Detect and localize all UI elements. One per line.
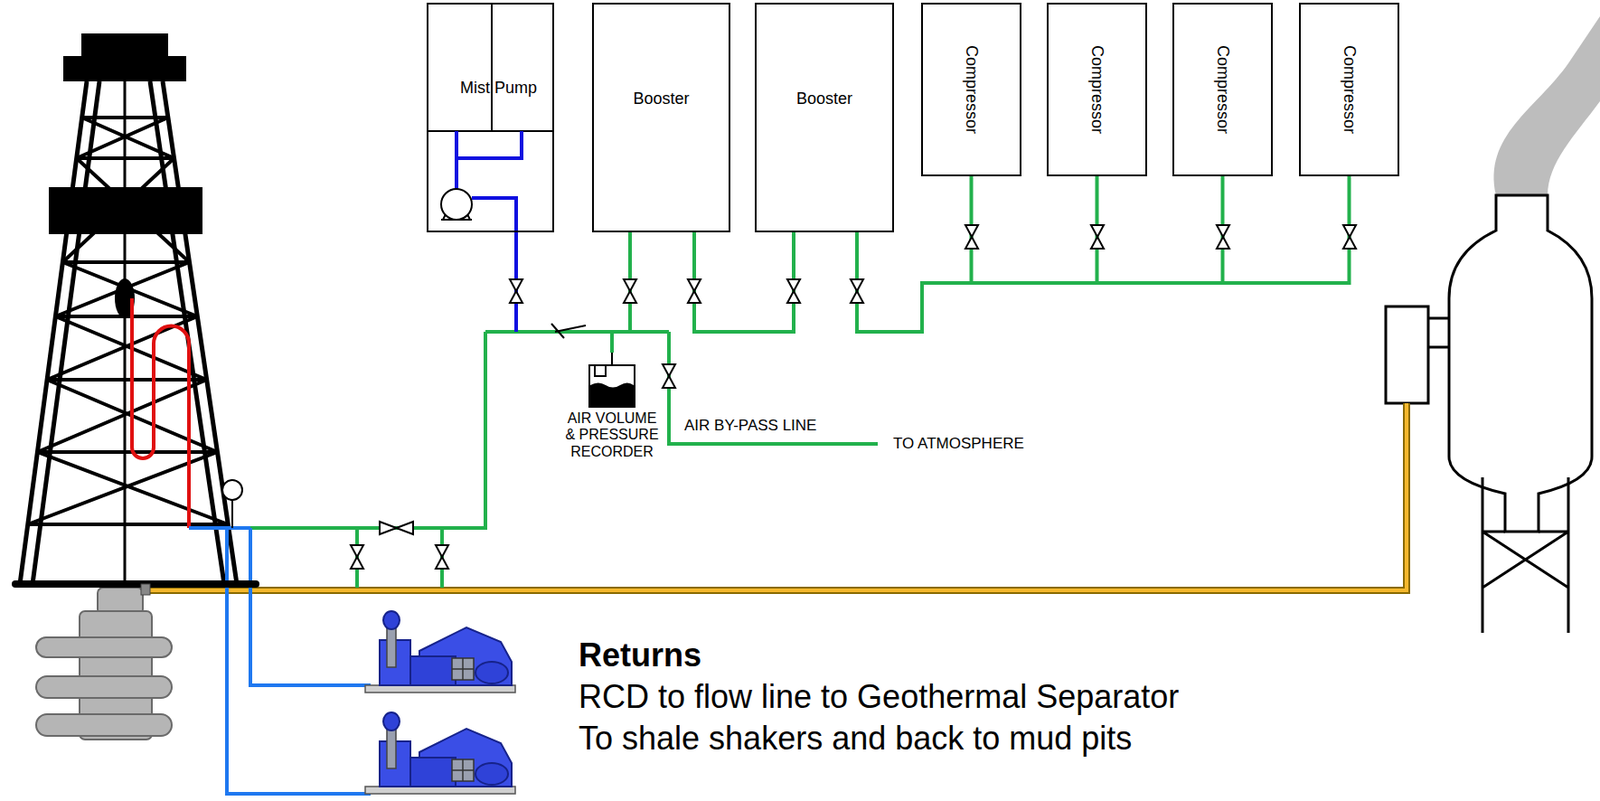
box-label: Compressor [1339, 45, 1359, 134]
flow-note: To shale shakers and back to mud pits [576, 719, 1134, 758]
derrick [19, 81, 237, 584]
recorder-case [589, 365, 635, 407]
line-label: TO ATMOSPHERE [891, 434, 1026, 453]
derrick-girt [47, 377, 208, 382]
air-connector [856, 176, 1224, 332]
box-label: Compressor [961, 45, 981, 134]
air-line [694, 232, 794, 332]
box-label: Mist [460, 78, 490, 98]
air-line [611, 232, 631, 353]
returns-heading: Returns [576, 636, 704, 675]
divider [428, 4, 553, 132]
recorder-fill [590, 383, 634, 407]
box-label: Booster [756, 89, 893, 109]
compressor-box: Compressor [1172, 2, 1273, 177]
air-connector [611, 232, 631, 353]
box-label: Compressor [1087, 45, 1107, 134]
box-label: Pump [494, 78, 537, 98]
recorder-tab [594, 365, 606, 377]
derrick-leg [19, 81, 237, 584]
compressor-box: Compressor [1298, 2, 1400, 177]
pump-box: MistPump [426, 2, 555, 233]
recorder-label: AIR VOLUME & PRESSURE RECORDER [562, 410, 662, 461]
air-connector [856, 176, 1350, 332]
air-connector [516, 232, 612, 353]
bop-stack [36, 587, 172, 740]
air-line [856, 176, 1350, 332]
compressor-box: Compressor [921, 2, 1022, 177]
mud-line [188, 527, 371, 794]
check-valve [551, 323, 586, 339]
flow-note: RCD to flow line to Geothermal Separator [576, 677, 1181, 716]
air-connector [694, 232, 794, 332]
air-line [250, 331, 878, 588]
derrick-brace [28, 451, 228, 525]
pump-inner [428, 4, 553, 231]
derrick-brace [47, 316, 208, 380]
recorder-stem [611, 352, 613, 366]
pump-symbol [441, 188, 472, 220]
valve-symbol [350, 225, 1356, 569]
geothermal-separator [1385, 195, 1592, 633]
booster-box: Booster [592, 2, 731, 233]
recorder-symbol: AIR VOLUME & PRESSURE RECORDER [562, 352, 662, 461]
line-label: AIR BY-PASS LINE [682, 416, 819, 435]
recorder-icon [562, 352, 662, 409]
compressor-box: Compressor [1046, 2, 1148, 177]
derrick-parts [48, 33, 203, 584]
air-line [516, 331, 612, 353]
booster-box: Booster [754, 2, 895, 233]
box-label: Compressor [1213, 45, 1233, 134]
box-label: Booster [593, 89, 729, 109]
air-line [856, 176, 1224, 332]
derrick-girt [28, 522, 228, 527]
